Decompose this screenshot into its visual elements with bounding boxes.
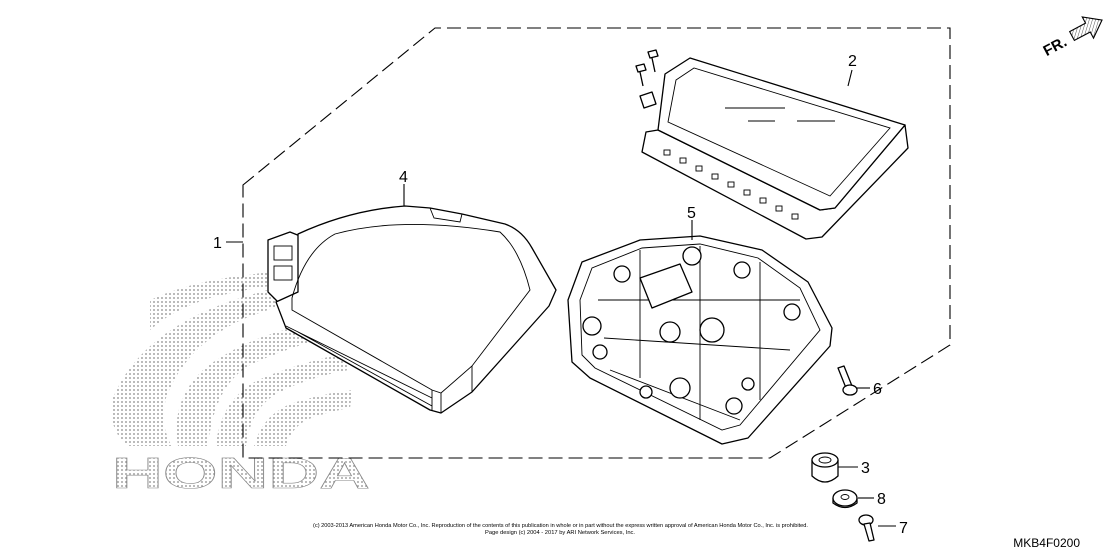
cover-lower-face: [285, 325, 473, 413]
cover-body: [275, 205, 557, 414]
part-3-grommet: [811, 452, 839, 483]
callout-4[interactable]: 4: [399, 169, 408, 186]
fr-arrow-icon: [1068, 16, 1103, 42]
display-connectors: [663, 149, 799, 220]
display-segments: [725, 107, 835, 122]
cover-left-tab: [267, 231, 301, 303]
copyright-line-2: Page design (c) 2004 - 2017 by ARI Netwo…: [485, 530, 635, 536]
case-opening: [639, 263, 693, 309]
screw-6-head: [842, 384, 858, 396]
callout-3[interactable]: 3: [861, 460, 870, 477]
grommet-top: [811, 452, 839, 468]
part-code: MKB4F0200: [1013, 536, 1080, 550]
tab-slot-upper: [273, 245, 293, 261]
display-screen: [667, 67, 891, 197]
part-2-display-module: [635, 49, 909, 240]
part-8-washer: [832, 489, 858, 509]
part-5-meter-case: [567, 235, 833, 445]
callout-8[interactable]: 8: [877, 491, 886, 508]
cover-screen: [291, 224, 531, 394]
case-rim: [579, 243, 821, 431]
front-direction-indicator: FR.: [1040, 16, 1103, 60]
tab-slot-lower: [273, 265, 293, 281]
display-screws: [635, 49, 659, 109]
grommet-hole: [818, 456, 832, 464]
screw-7-shaft: [863, 522, 875, 542]
copyright-line-1: (c) 2003-2013 American Honda Motor Co., …: [313, 523, 808, 529]
case-bosses: [582, 246, 801, 415]
callout-7[interactable]: 7: [899, 520, 908, 537]
leader-lines: [226, 69, 896, 527]
honda-watermark: HONDA: [111, 266, 370, 498]
callout-5[interactable]: 5: [687, 205, 696, 222]
callout-2[interactable]: 2: [848, 53, 857, 70]
part-6-screw: [837, 365, 858, 396]
display-bezel: [657, 57, 906, 211]
callout-6[interactable]: 6: [873, 381, 882, 398]
watermark-text: HONDA: [112, 449, 370, 498]
part-7-screw: [858, 514, 875, 542]
assembly-boundary: [242, 27, 951, 459]
cover-ridge: [429, 207, 463, 223]
callout-1[interactable]: 1: [213, 235, 222, 252]
direction-label: FR.: [1040, 33, 1069, 59]
callouts: 1 2 3 4 5 6 7 8: [213, 53, 908, 537]
part-4-meter-cover: [267, 205, 557, 414]
washer-face: [832, 489, 858, 507]
washer-hole: [840, 494, 850, 500]
